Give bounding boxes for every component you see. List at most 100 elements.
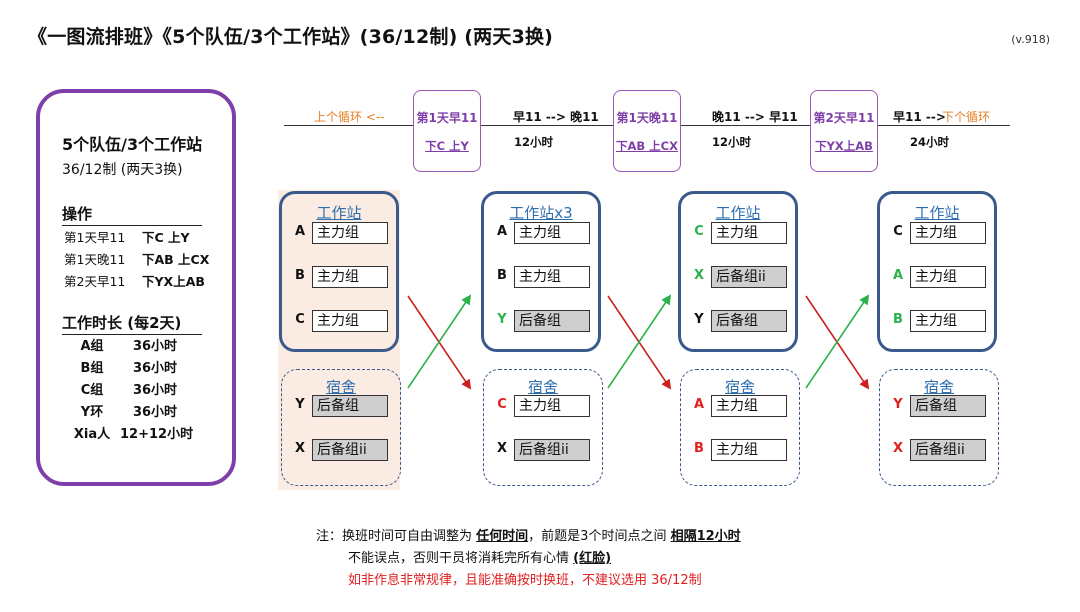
hours-value: 12+12小时 (120, 427, 194, 442)
version-label: (v.918) (1011, 33, 1050, 46)
switch-action: 下C 上Y (425, 139, 469, 153)
station-slot: C 主力组 (691, 222, 795, 244)
hours-team: Y环 (80, 405, 104, 420)
hours-value: 36小时 (132, 405, 178, 420)
hours-team: C组 (80, 383, 104, 398)
group-box: 主力组 (711, 395, 787, 417)
ops-action: 下YX上AB (142, 274, 205, 289)
hours-team: A组 (80, 339, 104, 354)
group-box: 主力组 (514, 222, 590, 244)
switch-time: 第1天晚11 (616, 111, 678, 125)
ops-action: 下C 上Y (142, 230, 190, 245)
footnote-text: ，前题是3个时间点之间 (528, 529, 671, 544)
shift-in-arrow (607, 294, 672, 389)
footnote-line-2: 不能误点，否则干员将消耗完所有心情 (红脸) (316, 548, 741, 570)
switch-box: 第1天晚11 下AB 上CX (613, 90, 681, 172)
dorm-slot: C 主力组 (494, 395, 598, 417)
shift-in-arrow (805, 294, 870, 389)
team-label: X (693, 268, 705, 283)
team-label: A (294, 224, 306, 239)
segment-duration: 12小时 (712, 135, 752, 149)
segment-label: 早11 --> (893, 110, 946, 124)
group-box: 后备组 (711, 310, 787, 332)
team-label: C (497, 397, 507, 412)
group-box: 主力组 (514, 395, 590, 417)
ops-when: 第1天早11 (64, 230, 126, 245)
group-box: 主力组 (910, 310, 986, 332)
team-label: B (694, 441, 704, 456)
team-label: Y (497, 312, 507, 327)
page-title: 《一图流排班》《5个队伍/3个工作站》(36/12制) (两天3换) (28, 26, 554, 48)
hours-team: Xia人 (73, 427, 111, 442)
group-box: 后备组ii (312, 439, 388, 461)
footnote-text: 换班时间可自由调整为 (342, 529, 477, 544)
footnote-text: 不能误点，否则干员将消耗完所有心情 (348, 551, 574, 566)
next-cycle-label: 下个循环 (942, 110, 991, 124)
team-label: X (892, 441, 904, 456)
footnote-line-1: 注：换班时间可自由调整为 任何时间，前题是3个时间点之间 相隔12小时 (316, 526, 741, 548)
hours-heading: 工作时长 (每2天) (62, 312, 202, 335)
ops-row: 第1天早11 下C 上Y (64, 227, 190, 246)
switch-box: 第2天早11 下YX上AB (810, 90, 878, 172)
dorm-title: 宿舍 (923, 378, 954, 396)
group-box: 主力组 (312, 266, 388, 288)
group-box: 主力组 (312, 310, 388, 332)
ops-when: 第1天晚11 (64, 252, 126, 267)
segment-label: 早11 --> 晚11 (513, 110, 599, 124)
footnote: 注：换班时间可自由调整为 任何时间，前题是3个时间点之间 相隔12小时 不能误点… (316, 526, 741, 592)
team-label: Y (295, 397, 305, 412)
hours-row: B组 36小时 (64, 357, 190, 376)
footnote-emphasis: 相隔12小时 (670, 529, 741, 544)
panel-subtitle: 36/12制 (两天3换) (62, 162, 183, 178)
footnote-warning: 如非作息非常规律，且能准确按时换班，不建议选用 36/12制 (348, 573, 702, 588)
group-box: 后备组 (910, 395, 986, 417)
station-slot: Y 后备组 (691, 310, 795, 332)
segment-duration: 12小时 (514, 135, 554, 149)
switch-action: 下YX上AB (815, 139, 873, 153)
ops-action: 下AB 上CX (142, 252, 210, 267)
ops-heading: 操作 (62, 203, 202, 226)
team-label: B (295, 268, 305, 283)
switch-time: 第1天早11 (416, 111, 478, 125)
group-box: 后备组ii (711, 266, 787, 288)
workstation-title: 工作站 (316, 204, 362, 222)
team-label: Y (694, 312, 704, 327)
team-label: A (496, 224, 508, 239)
workstation-block: 工作站 C 主力组 X 后备组ii Y 后备组 (678, 191, 798, 352)
hours-value: 36小时 (132, 339, 178, 354)
switch-action: 下AB 上CX (616, 139, 678, 153)
shift-in-arrow (407, 294, 472, 389)
dorm-title: 宿舍 (527, 378, 558, 396)
team-label: A (892, 268, 904, 283)
workstation-title: 工作站 (715, 204, 761, 222)
team-label: C (694, 224, 704, 239)
group-box: 后备组 (514, 310, 590, 332)
hours-team: B组 (80, 361, 104, 376)
switch-box: 第1天早11 下C 上Y (413, 90, 481, 172)
segment-duration: 24小时 (910, 135, 950, 149)
hours-value: 36小时 (132, 361, 178, 376)
workstation-title: 工作站x3 (509, 204, 573, 222)
segment-label: 晚11 --> 早11 (712, 110, 798, 124)
footnote-emphasis: (红脸) (573, 551, 612, 566)
prev-cycle-label: 上个循环 <-- (314, 110, 385, 124)
group-box: 主力组 (910, 222, 986, 244)
team-label: B (497, 268, 507, 283)
group-box: 主力组 (711, 222, 787, 244)
team-label: X (496, 441, 508, 456)
footnote-prefix: 注： (316, 529, 343, 544)
